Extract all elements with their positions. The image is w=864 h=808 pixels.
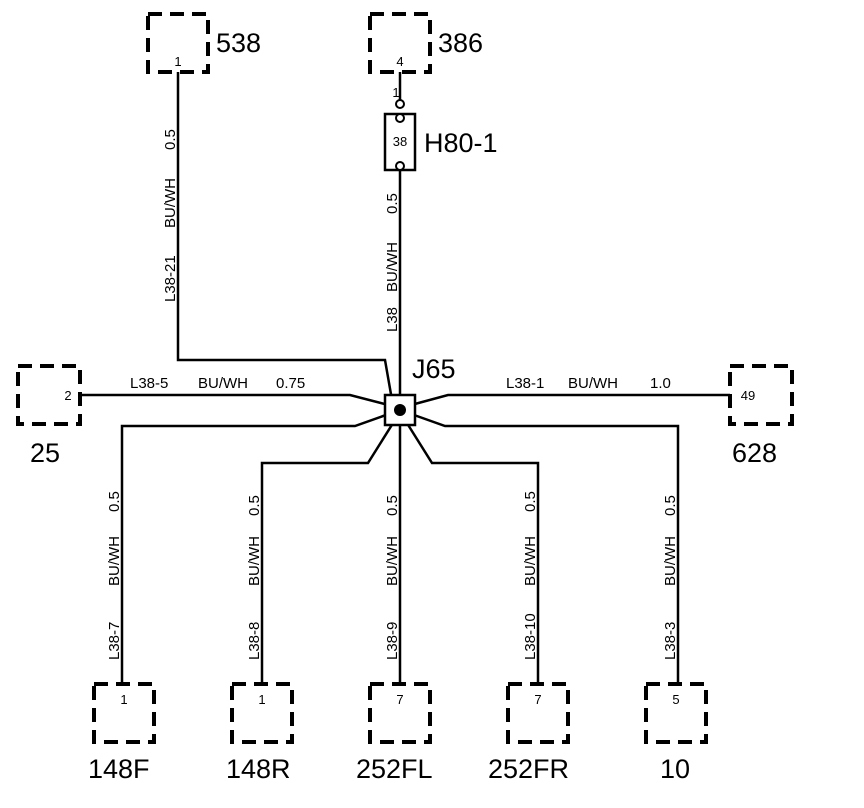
wire-628 — [399, 393, 732, 410]
wire-label-148R: L38-8 BU/WH 0.5 — [246, 495, 263, 660]
wire-148R — [260, 411, 402, 686]
connector-box — [16, 364, 82, 426]
wire-circuit: L38-10 — [522, 613, 539, 660]
connector-pin: 2 — [64, 388, 71, 403]
connector-box — [92, 682, 156, 744]
connector-label: 538 — [216, 28, 261, 58]
connector-label: 252FL — [356, 754, 433, 784]
wire-circuit: L38-7 — [106, 622, 123, 660]
inline-stub-pin: 1 — [392, 85, 399, 100]
wire-size: 0.5 — [384, 495, 401, 516]
connector-label: 386 — [438, 28, 483, 58]
wire-label-10: L38-3 BU/WH 0.5 — [662, 495, 679, 660]
connector-box — [728, 364, 794, 426]
connector-pin: 1 — [174, 54, 181, 69]
splice-box — [383, 393, 417, 427]
wire-circuit: L38-3 — [662, 622, 679, 660]
splice-label: J65 — [412, 354, 456, 384]
wire-color: BU/WH — [198, 375, 248, 392]
wire-label-538: L38-21 BU/WH 0.5 — [162, 129, 179, 302]
connector-label: 148R — [226, 754, 291, 784]
wire-color: BU/WH — [162, 178, 179, 228]
connector-pin: 49 — [741, 388, 755, 403]
inline-terminal-top — [395, 99, 405, 109]
connector-538: 1 538 — [146, 12, 261, 74]
connector-box — [368, 682, 432, 744]
wire-circuit: L38-1 — [506, 375, 544, 392]
connector-label: 25 — [30, 438, 60, 468]
wire-color: BU/WH — [246, 536, 263, 586]
connector-252FR: 7 252FR — [488, 682, 570, 784]
connector-label: 148F — [88, 754, 150, 784]
wire-label-252FR: L38-10 BU/WH 0.5 — [522, 491, 539, 660]
connector-box — [230, 682, 294, 744]
wire-label-25: L38-5 BU/WH 0.75 — [130, 375, 305, 392]
connector-label: 10 — [660, 754, 690, 784]
wire-size: 0.5 — [522, 491, 539, 512]
connector-box — [644, 682, 708, 744]
connector-pin: 5 — [672, 692, 679, 707]
wire-size: 1.0 — [650, 375, 671, 392]
wire-10 — [399, 408, 680, 686]
wire-color: BU/WH — [522, 536, 539, 586]
wire-148F — [120, 408, 401, 686]
wire-size: 0.75 — [276, 375, 305, 392]
connector-pin: 1 — [258, 692, 265, 707]
connector-pin: 7 — [534, 692, 541, 707]
connector-pin: 1 — [120, 692, 127, 707]
connector-252FL: 7 252FL — [356, 682, 433, 784]
wire-size: 0.5 — [246, 495, 263, 516]
connector-label: 252FR — [488, 754, 569, 784]
wire-label-252FL: L38-9 BU/WH 0.5 — [384, 495, 401, 660]
wire-circuit: L38-5 — [130, 375, 168, 392]
wire-color: BU/WH — [384, 242, 401, 292]
wire-color: BU/WH — [568, 375, 618, 392]
inline-label: H80-1 — [424, 128, 498, 158]
wire-color: BU/WH — [106, 536, 123, 586]
wire-size: 0.5 — [162, 129, 179, 150]
wire-size: 0.5 — [662, 495, 679, 516]
wire-color: BU/WH — [384, 536, 401, 586]
connector-148R: 1 148R — [226, 682, 294, 784]
inline-pin: 38 — [393, 134, 407, 149]
connector-pin: 7 — [396, 692, 403, 707]
connector-25: 2 25 — [16, 364, 82, 468]
wire-size: 0.5 — [384, 193, 401, 214]
connector-10: 5 10 — [644, 682, 708, 784]
connector-pin: 4 — [396, 54, 403, 69]
wire-25 — [82, 393, 401, 410]
connector-box — [506, 682, 570, 744]
wire-538 — [176, 72, 394, 401]
connector-148F: 1 148F — [88, 682, 156, 784]
inline-terminal-upper — [395, 113, 405, 123]
connector-386: 4 386 — [368, 12, 483, 74]
wire-circuit: L38 — [384, 307, 401, 332]
connector-box — [146, 12, 210, 74]
wire-circuit: L38-21 — [162, 255, 179, 302]
splice-j65: J65 — [383, 354, 456, 427]
wire-color: BU/WH — [662, 536, 679, 586]
connector-628: 49 628 — [728, 364, 794, 468]
wire-circuit: L38-9 — [384, 622, 401, 660]
inline-connector-h80-1: 1 38 H80-1 — [383, 85, 498, 172]
wire-label-628: L38-1 BU/WH 1.0 — [506, 375, 671, 392]
wire-label-148F: L38-7 BU/WH 0.5 — [106, 491, 123, 660]
wire-circuit: L38-8 — [246, 622, 263, 660]
splice-dot — [394, 404, 406, 416]
wires — [82, 72, 732, 686]
inline-terminal-lower — [395, 161, 405, 171]
connector-label: 628 — [732, 438, 777, 468]
wire-size: 0.5 — [106, 491, 123, 512]
wire-label-386: L38 BU/WH 0.5 — [384, 193, 401, 332]
connector-box — [368, 12, 432, 74]
wire-252FR — [398, 411, 540, 686]
